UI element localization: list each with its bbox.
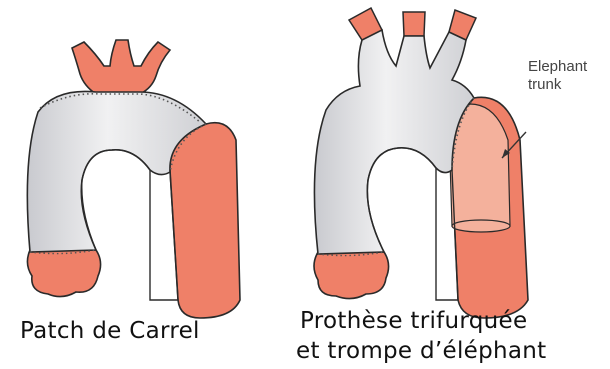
caption-carrel-patch: Patch de Carrel — [20, 318, 200, 344]
supra-aortic-branches — [72, 40, 170, 94]
caption-trifurcated-graft-line-1: Prothèse trifurquée — [300, 308, 527, 334]
trifurcated-graft — [314, 30, 474, 254]
annotation-elephant-trunk-line-2: trunk — [528, 76, 561, 94]
carrel-patch-diagram — [27, 40, 240, 318]
descending-aorta — [170, 123, 240, 318]
caption-trifurcated-graft-line-2: et trompe d’éléphant — [296, 338, 546, 364]
aortic-root-right — [314, 252, 389, 299]
trifurcated-graft-diagram — [314, 8, 528, 318]
branch-tip-middle — [403, 12, 425, 36]
aortic-root — [27, 250, 100, 297]
annotation-elephant-trunk-line-1: Elephant — [528, 58, 587, 76]
elephant-trunk-opening — [452, 220, 510, 232]
